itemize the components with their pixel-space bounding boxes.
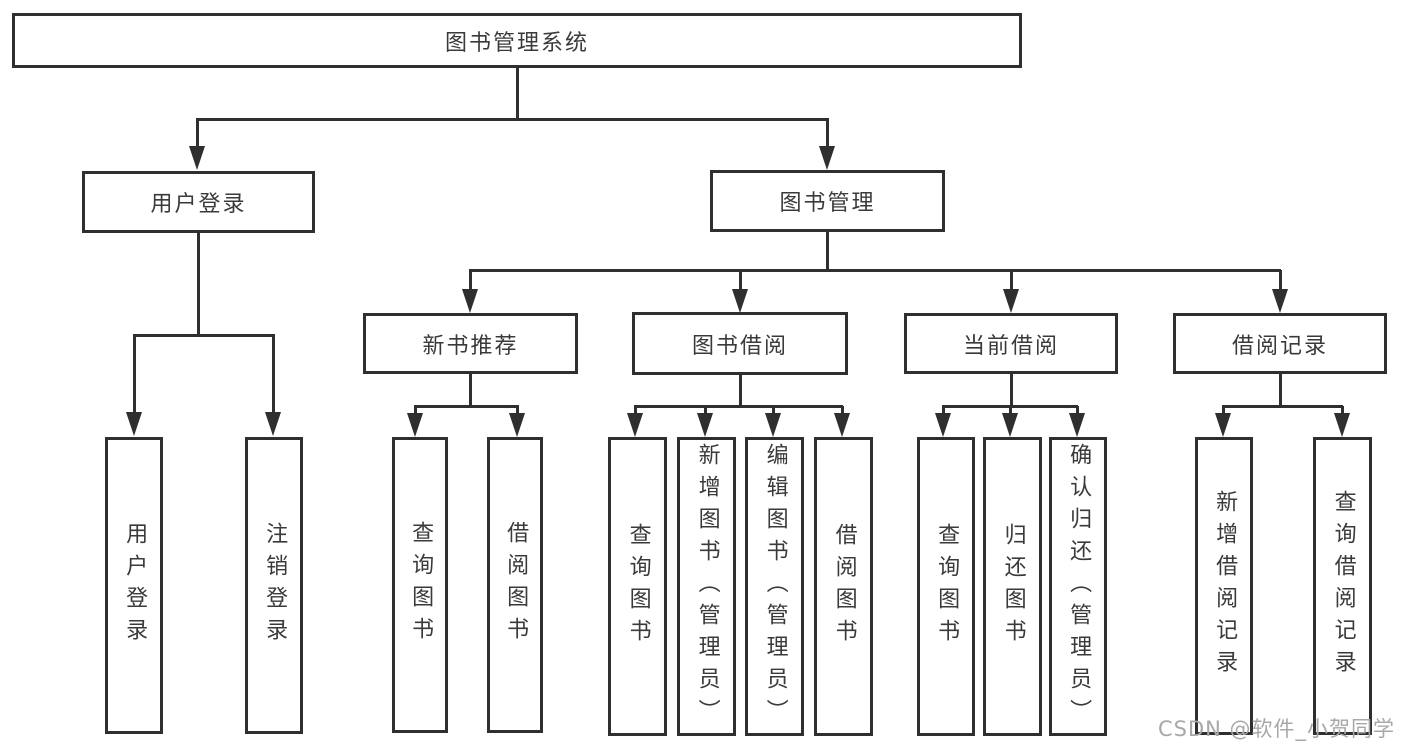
connector-line (739, 374, 742, 408)
node-edit-book-admin: 编辑图书（管理员） (745, 437, 804, 736)
node-label: 借阅图书 (831, 522, 857, 651)
node-user-login-leaf: 用户登录 (105, 437, 163, 734)
connector-line (1076, 406, 1079, 418)
node-label: 查询图书 (934, 522, 960, 651)
node-label: 新增借阅记录 (1212, 490, 1238, 682)
connector-line (772, 406, 775, 418)
node-query-borrow-record: 查询借阅记录 (1313, 437, 1372, 735)
node-label: 查询借阅记录 (1330, 490, 1356, 682)
node-query-books-borrow: 查询图书 (608, 437, 667, 736)
arrow-down-icon (765, 413, 781, 437)
connector-line (414, 406, 417, 418)
arrow-down-icon (265, 412, 281, 436)
arrow-down-icon (834, 413, 850, 437)
arrow-down-icon (1272, 289, 1288, 313)
node-root: 图书管理系统 (12, 13, 1022, 68)
arrow-down-icon (697, 413, 713, 437)
csdn-watermark: CSDN @软件_小贺同学 (1158, 717, 1396, 741)
node-borrow-books-recommend: 借阅图书 (487, 437, 543, 733)
node-query-books-recommend: 查询图书 (392, 437, 448, 733)
connector-line (1009, 406, 1012, 418)
connector-line (634, 406, 637, 418)
node-confirm-return-admin: 确认归还（管理员） (1049, 437, 1107, 736)
connector-line (196, 118, 828, 121)
node-label: 查询图书 (408, 521, 434, 649)
node-query-books-current: 查询图书 (917, 437, 975, 736)
connector-line (469, 269, 1281, 272)
node-label: 确认归还（管理员） (1066, 442, 1092, 731)
arrow-down-icon (935, 413, 951, 437)
arrow-down-icon (819, 146, 835, 170)
arrow-down-icon (126, 412, 142, 436)
arrow-down-icon (462, 289, 478, 313)
node-label: 查询图书 (625, 522, 651, 651)
connector-line (841, 406, 844, 418)
node-logout: 注销登录 (245, 437, 303, 734)
node-label: 图书借阅 (691, 333, 788, 359)
connector-line (197, 233, 200, 337)
connector-line (1279, 374, 1282, 408)
arrow-down-icon (1215, 413, 1231, 437)
node-return-book: 归还图书 (983, 437, 1042, 736)
connector-line (1222, 406, 1225, 418)
node-label: 归还图书 (1000, 522, 1026, 651)
connector-line (469, 374, 472, 408)
connector-line (739, 270, 742, 295)
node-book-borrowing: 图书借阅 (632, 312, 848, 375)
connector-line (133, 334, 136, 418)
node-borrowing-records: 借阅记录 (1173, 313, 1387, 374)
connector-line (516, 67, 519, 119)
connector-line (414, 405, 519, 408)
connector-line (1341, 406, 1344, 418)
node-book-management: 图书管理 (710, 170, 945, 232)
node-add-borrow-record: 新增借阅记录 (1195, 437, 1253, 735)
node-label: 图书管理系统 (444, 30, 589, 56)
connector-line (942, 406, 945, 418)
node-label: 注销登录 (262, 521, 288, 650)
connector-line (1279, 270, 1282, 295)
connector-line (469, 270, 472, 295)
arrow-down-icon (189, 146, 205, 170)
arrow-down-icon (1003, 289, 1019, 313)
arrow-down-icon (1002, 413, 1018, 437)
node-new-book-recommend: 新书推荐 (363, 313, 578, 374)
connector-line (1222, 405, 1343, 408)
connector-line (196, 118, 199, 152)
arrow-down-icon (407, 413, 423, 437)
arrow-down-icon (627, 413, 643, 437)
arrow-down-icon (1069, 413, 1085, 437)
connector-line (826, 118, 829, 152)
node-label: 用户登录 (150, 192, 247, 217)
node-label: 编辑图书（管理员） (762, 442, 788, 731)
node-borrow-books-leaf: 借阅图书 (814, 437, 873, 736)
node-label: 借阅记录 (1231, 333, 1328, 359)
node-user-login: 用户登录 (82, 171, 315, 233)
node-add-book-admin: 新增图书（管理员） (677, 437, 736, 736)
node-label: 当前借阅 (962, 333, 1059, 359)
arrow-down-icon (1334, 413, 1350, 437)
node-current-borrowing: 当前借阅 (904, 313, 1118, 374)
node-label: 图书管理 (779, 191, 876, 216)
node-label: 用户登录 (122, 521, 148, 650)
connector-line (133, 334, 274, 337)
connector-line (1010, 374, 1013, 408)
connector-line (826, 232, 829, 272)
connector-line (1010, 270, 1013, 295)
connector-line (634, 405, 843, 408)
connector-line (516, 406, 519, 418)
arrow-down-icon (509, 413, 525, 437)
node-label: 新书推荐 (422, 333, 519, 359)
arrow-down-icon (732, 289, 748, 313)
node-label: 借阅图书 (503, 521, 529, 649)
connector-line (272, 334, 275, 418)
connector-line (704, 406, 707, 418)
node-label: 新增图书（管理员） (694, 442, 720, 731)
